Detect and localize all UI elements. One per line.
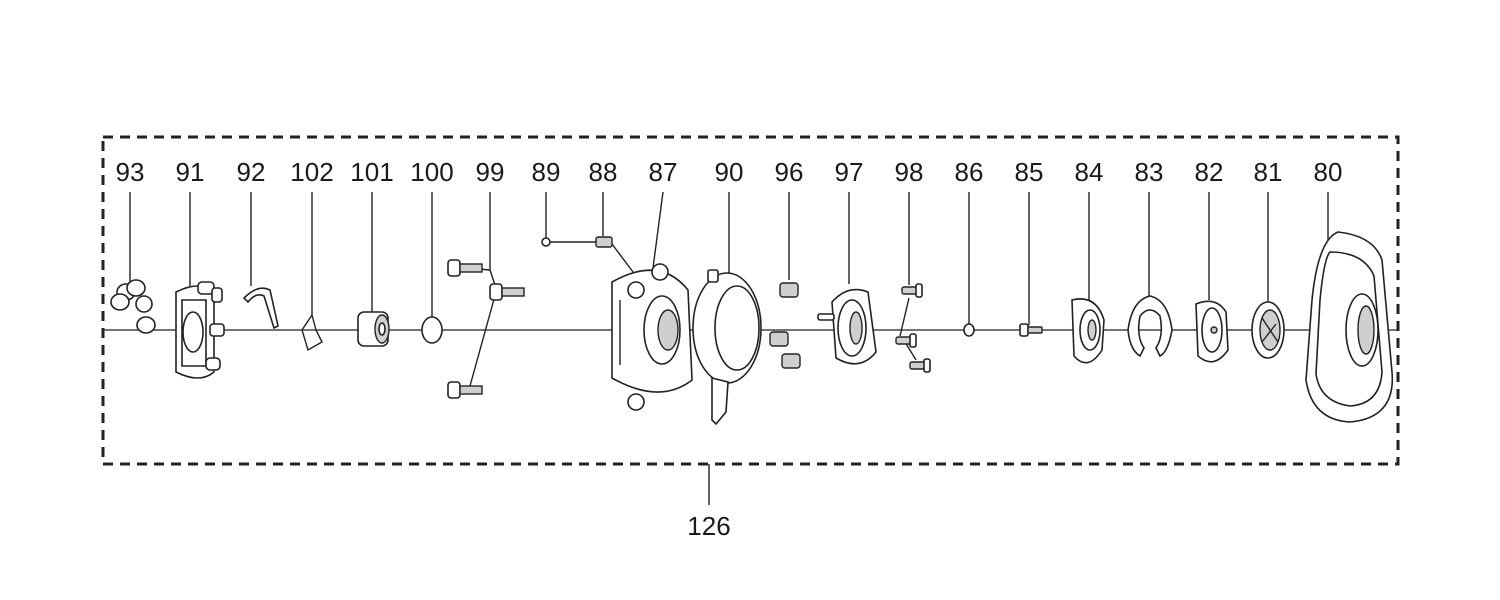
label-101: 101 — [350, 157, 393, 187]
label-90: 90 — [715, 157, 744, 187]
part-98-screws — [895, 283, 931, 373]
part-91-plate — [175, 281, 225, 379]
label-93: 93 — [116, 157, 145, 187]
part-102-spring — [301, 313, 323, 352]
part-81-dial — [1251, 301, 1285, 359]
part-99-screws — [447, 259, 525, 399]
leader-lines — [129, 191, 1329, 387]
label-92: 92 — [237, 157, 266, 187]
label-81: 81 — [1254, 157, 1283, 187]
leader-99-c — [469, 291, 497, 387]
label-86: 86 — [955, 157, 984, 187]
part-85-screw — [1019, 323, 1043, 337]
part-93-caps — [110, 279, 156, 334]
leader-87 — [652, 191, 664, 269]
label-80: 80 — [1314, 157, 1343, 187]
part-83-clip — [1127, 295, 1173, 358]
part-82-gear — [1195, 300, 1229, 363]
part-80-side-cover — [1305, 231, 1394, 423]
label-84: 84 — [1075, 157, 1104, 187]
label-100: 100 — [410, 157, 453, 187]
label-85: 85 — [1015, 157, 1044, 187]
label-102: 102 — [290, 157, 333, 187]
assembly-label: 126 — [687, 511, 730, 541]
part-89-pin — [541, 237, 596, 247]
label-82: 82 — [1195, 157, 1224, 187]
part-88-spring — [595, 236, 613, 248]
label-99: 99 — [476, 157, 505, 187]
label-87: 87 — [649, 157, 678, 187]
part-87-frame — [611, 263, 693, 411]
part-92-clip — [242, 287, 279, 330]
part-86-washer — [963, 323, 975, 337]
part-84-disc — [1071, 298, 1105, 364]
label-98: 98 — [895, 157, 924, 187]
label-91: 91 — [176, 157, 205, 187]
label-88: 88 — [589, 157, 618, 187]
label-96: 96 — [775, 157, 804, 187]
part-101-bearing — [357, 311, 390, 347]
label-97: 97 — [835, 157, 864, 187]
part-96-springs — [769, 282, 801, 369]
leader-98-c — [904, 341, 917, 361]
part-97-housing — [817, 288, 877, 365]
part-100-washer — [421, 316, 443, 344]
label-89: 89 — [532, 157, 561, 187]
part-90-cover — [692, 269, 762, 426]
leader-98-b — [899, 297, 910, 337]
assembly-frame — [101, 135, 1400, 466]
part-labels: 93 91 92 102 101 100 99 89 88 87 90 96 9… — [116, 157, 1343, 187]
label-83: 83 — [1135, 157, 1164, 187]
